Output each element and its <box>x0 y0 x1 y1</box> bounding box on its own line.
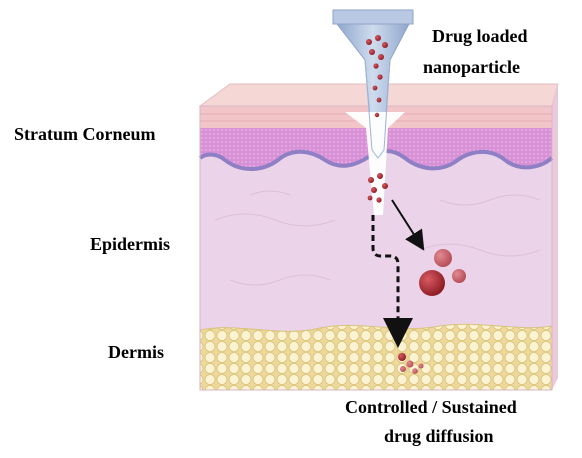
nanoparticle-icon <box>366 35 388 203</box>
label-drug-line2: nanoparticle <box>423 57 520 77</box>
label-stratum-corneum: Stratum Corneum <box>14 124 156 144</box>
label-epidermis: Epidermis <box>90 234 170 254</box>
dermis-layer <box>199 323 553 391</box>
released-particles <box>419 249 466 296</box>
label-release-line2: drug diffusion <box>384 426 494 446</box>
needle-puncture <box>345 112 405 215</box>
label-release-line1: Controlled / Sustained <box>345 397 517 417</box>
diffusion-arrow <box>371 215 413 348</box>
release-arrow <box>391 199 425 251</box>
dermis-particles <box>398 353 424 374</box>
label-drug-line1: Drug loaded <box>432 26 528 46</box>
label-dermis: Dermis <box>108 342 164 362</box>
skin-side-face <box>552 84 558 390</box>
microneedle-icon <box>332 9 414 215</box>
